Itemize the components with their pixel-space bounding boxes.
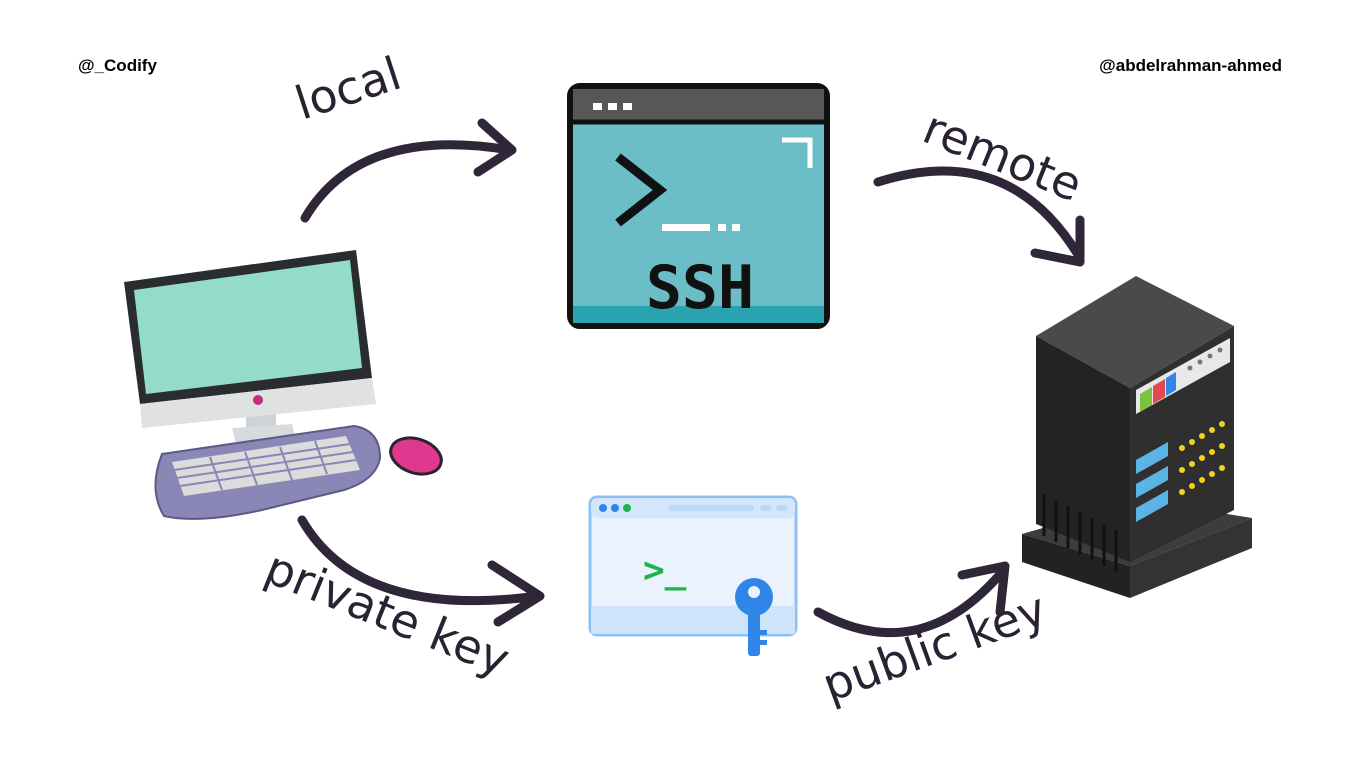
arrow-public-key bbox=[813, 561, 1010, 637]
key-terminal-prompt: >_ bbox=[643, 550, 687, 591]
arrow-remote bbox=[873, 166, 1085, 267]
label-public-key: public key bbox=[815, 582, 1053, 713]
label-local: local bbox=[289, 46, 408, 130]
ssh-terminal-icon: SSH bbox=[567, 83, 830, 329]
label-remote: remote bbox=[916, 100, 1090, 212]
author-handle-right: @abdelrahman-ahmed bbox=[1099, 56, 1282, 75]
server-tower-icon bbox=[1022, 276, 1252, 598]
terminal-key-icon: >_ bbox=[588, 495, 798, 656]
arrow-local bbox=[300, 118, 517, 223]
arrow-private-key bbox=[297, 515, 545, 627]
desktop-computer-icon bbox=[124, 250, 443, 520]
label-private-key: private key bbox=[258, 540, 517, 687]
ssh-text: SSH bbox=[646, 253, 754, 323]
author-handle-left: @_Codify bbox=[78, 56, 157, 75]
